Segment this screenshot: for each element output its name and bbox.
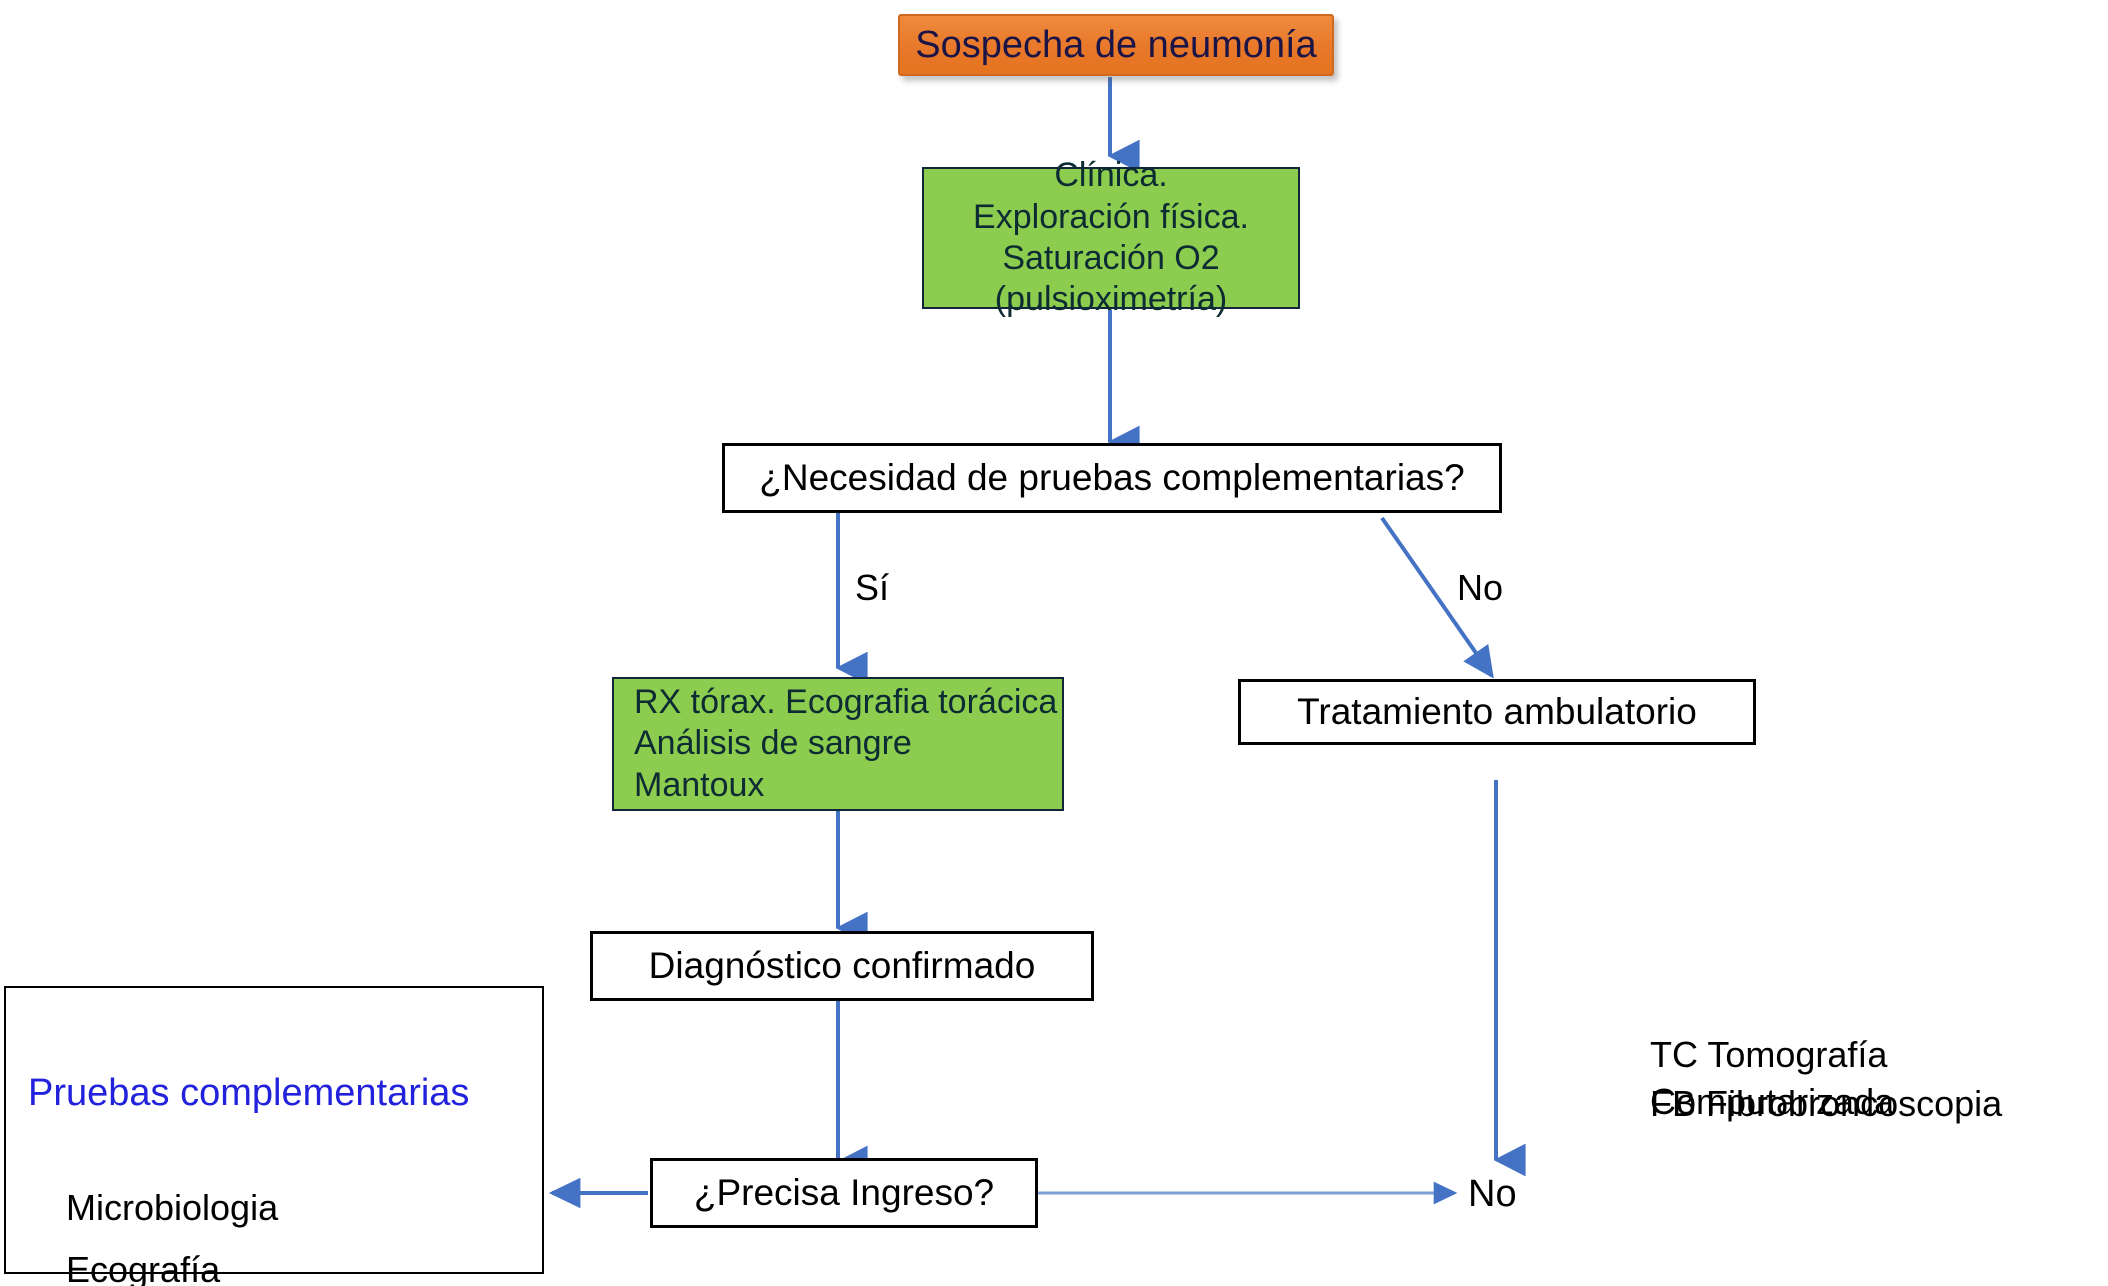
edge-label-no-ingreso: No [1468, 1173, 1517, 1215]
node-tratamiento-ambulatorio[interactable]: Tratamiento ambulatorio [1238, 679, 1756, 745]
edge-label-si-pruebas: Sí [855, 567, 890, 608]
node-diagnostico-confirmado[interactable]: Diagnóstico confirmado [590, 931, 1094, 1001]
legend-title-pruebas-complementarias: Pruebas complementarias [28, 1071, 470, 1114]
node-necesidad-pruebas-complementarias[interactable]: ¿Necesidad de pruebas complementarias? [722, 443, 1502, 513]
legend-item-ecografia: Ecografía [66, 1248, 221, 1286]
edge-label-no-pruebas: No [1457, 567, 1504, 608]
abbreviation-tc: TC Tomografía Computarizada [1650, 1034, 1895, 1122]
node-clinica-exploracion[interactable]: Clínica. Exploración física. Saturación … [922, 156, 1300, 318]
node-rx-torax-analisis-mantoux[interactable]: RX tórax. Ecografia torácica Análisis de… [612, 677, 1064, 811]
abbreviation-fb: FB Fibrobroncoscopia [1650, 1083, 2003, 1124]
legend-box-pruebas-complementarias[interactable]: Pruebas complementarias Microbiologia Ec… [4, 986, 544, 1286]
legend-item-microbiologia: Microbiologia [66, 1186, 279, 1228]
node-sospecha-de-neumonia[interactable]: Sospecha de neumonía [898, 14, 1334, 76]
node-precisa-ingreso[interactable]: ¿Precisa Ingreso? [650, 1158, 1038, 1228]
